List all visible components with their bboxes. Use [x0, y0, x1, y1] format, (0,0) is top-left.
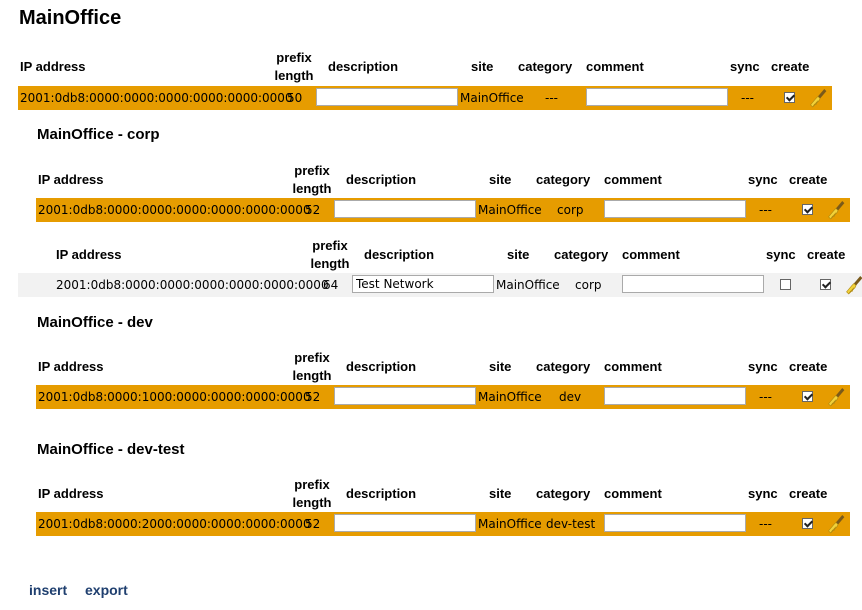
table-row: 2001:0db8:0000:0000:0000:0000:0000:0000 …: [36, 198, 850, 222]
ip-address: 2001:0db8:0000:0000:0000:0000:0000:0000: [20, 91, 293, 105]
header-description: description: [346, 486, 417, 501]
table-row: 2001:0db8:0000:0000:0000:0000:0000:0000 …: [18, 273, 862, 297]
create-checkbox[interactable]: [802, 391, 813, 402]
sync-value: ---: [759, 390, 772, 404]
category: dev: [559, 390, 582, 404]
sync-value: ---: [759, 203, 772, 217]
header-category: category: [554, 247, 609, 262]
comment-input[interactable]: [604, 200, 746, 218]
header-prefix-length: prefix length: [292, 350, 332, 383]
header-create: create: [789, 486, 828, 501]
create-checkbox[interactable]: [802, 518, 813, 529]
header-description: description: [328, 59, 399, 74]
description-input[interactable]: [334, 387, 476, 405]
site: MainOffice: [478, 203, 542, 217]
header-prefix-length: prefix length: [310, 238, 350, 271]
sync-value: ---: [741, 91, 754, 105]
comment-input[interactable]: [622, 275, 764, 293]
header-description: description: [346, 172, 417, 187]
broom-icon[interactable]: [828, 200, 846, 220]
site: MainOffice: [496, 278, 560, 292]
comment-input[interactable]: [586, 88, 728, 106]
header-create: create: [789, 172, 828, 187]
prefix-length: 52: [305, 203, 321, 217]
create-checkbox[interactable]: [802, 204, 813, 215]
header-comment: comment: [604, 486, 662, 501]
comment-input[interactable]: [604, 514, 746, 532]
page-title: MainOffice: [19, 7, 122, 29]
header-description: description: [346, 359, 417, 374]
header-category: category: [536, 359, 591, 374]
site: MainOffice: [478, 390, 542, 404]
description-input[interactable]: [334, 200, 476, 218]
header-prefix-length: prefix length: [292, 163, 332, 196]
header-category: category: [536, 486, 591, 501]
category: corp: [575, 278, 602, 292]
header-comment: comment: [622, 247, 680, 262]
section-title-dev: MainOffice - dev: [37, 314, 153, 331]
header-sync: sync: [730, 59, 760, 74]
broom-icon[interactable]: [828, 387, 846, 407]
header-site: site: [489, 172, 512, 187]
header-sync: sync: [748, 486, 778, 501]
section-title-corp: MainOffice - corp: [37, 126, 160, 143]
prefix-length: 52: [305, 517, 321, 531]
prefix-length: 64: [323, 278, 339, 292]
header-sync: sync: [748, 359, 778, 374]
category: ---: [545, 91, 558, 105]
ip-address: 2001:0db8:0000:2000:0000:0000:0000:0000: [38, 517, 311, 531]
category: dev-test: [546, 517, 596, 531]
header-create: create: [807, 247, 846, 262]
header-sync: sync: [766, 247, 796, 262]
header-ip: IP address: [38, 172, 104, 187]
ip-address: 2001:0db8:0000:0000:0000:0000:0000:0000: [38, 203, 311, 217]
header-description: description: [364, 247, 435, 262]
description-input[interactable]: [316, 88, 458, 106]
header-sync: sync: [748, 172, 778, 187]
ip-address: 2001:0db8:0000:0000:0000:0000:0000:0000: [56, 278, 329, 292]
sync-value: ---: [759, 517, 772, 531]
export-link[interactable]: export: [85, 582, 128, 598]
header-site: site: [471, 59, 494, 74]
category: corp: [557, 203, 584, 217]
header-prefix-length: prefix length: [292, 477, 332, 510]
header-ip: IP address: [38, 486, 104, 501]
header-comment: comment: [604, 359, 662, 374]
header-ip: IP address: [20, 59, 86, 74]
header-prefix-length: prefix length: [274, 50, 314, 83]
broom-icon[interactable]: [846, 275, 862, 295]
header-comment: comment: [604, 172, 662, 187]
prefix-length: 50: [287, 91, 303, 105]
create-checkbox[interactable]: [820, 279, 831, 290]
table-row: 2001:0db8:0000:2000:0000:0000:0000:0000 …: [36, 512, 850, 536]
ip-address: 2001:0db8:0000:1000:0000:0000:0000:0000: [38, 390, 311, 404]
site: MainOffice: [478, 517, 542, 531]
create-checkbox[interactable]: [784, 92, 795, 103]
site: MainOffice: [460, 91, 524, 105]
header-ip: IP address: [38, 359, 104, 374]
description-input[interactable]: [334, 514, 476, 532]
sync-checkbox[interactable]: [780, 279, 791, 290]
header-site: site: [489, 486, 512, 501]
broom-icon[interactable]: [828, 514, 846, 534]
header-create: create: [771, 59, 810, 74]
comment-input[interactable]: [604, 387, 746, 405]
header-comment: comment: [586, 59, 644, 74]
table-row: 2001:0db8:0000:0000:0000:0000:0000:0000 …: [18, 86, 832, 110]
header-site: site: [489, 359, 512, 374]
broom-icon[interactable]: [810, 88, 828, 108]
header-site: site: [507, 247, 530, 262]
insert-link[interactable]: insert: [29, 582, 68, 598]
description-input[interactable]: [352, 275, 494, 293]
header-ip: IP address: [56, 247, 122, 262]
table-row: 2001:0db8:0000:1000:0000:0000:0000:0000 …: [36, 385, 850, 409]
header-category: category: [536, 172, 591, 187]
header-category: category: [518, 59, 573, 74]
header-create: create: [789, 359, 828, 374]
section-title-dev-test: MainOffice - dev-test: [37, 441, 185, 458]
prefix-length: 52: [305, 390, 321, 404]
